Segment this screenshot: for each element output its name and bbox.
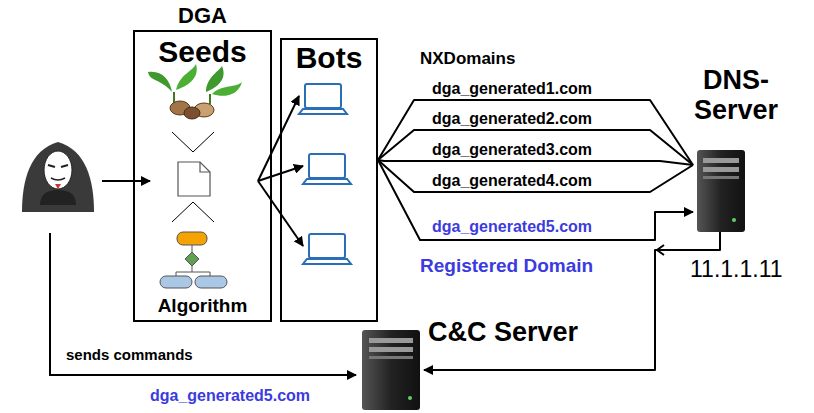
nxdomains-label: NXDomains (420, 50, 515, 69)
hacker-icon (22, 142, 94, 212)
dga-box: DGASeedsAlgorithm (133, 30, 272, 322)
flowchart-icon-part (176, 245, 210, 276)
dns-server: DNS- Server (695, 150, 747, 232)
edge-label: Registered Domain (420, 256, 593, 277)
connector (378, 160, 693, 165)
command-label: sends commands (66, 347, 193, 364)
connector-line (424, 232, 720, 370)
algorithm-title: Algorithm (135, 296, 270, 317)
hacker-icon-part (51, 178, 65, 180)
hacker-command-line-part (50, 233, 356, 375)
dns-server-icon-part (703, 176, 739, 179)
flowchart-icon-part (185, 252, 199, 266)
hacker-icon-part (55, 184, 61, 189)
connector-line (378, 160, 693, 192)
laptop-icon-part (305, 84, 341, 108)
flowchart-icon-part (160, 276, 192, 288)
connector (378, 100, 693, 165)
document-icon-part (178, 162, 210, 196)
hacker-icon-part (48, 165, 68, 167)
seeds-icon-part (206, 66, 224, 92)
laptop-icon-part (303, 259, 351, 264)
dns-label: DNS- Server (677, 66, 795, 125)
edge-label: dga_generated1.com (432, 80, 592, 98)
hacker-command-line (50, 233, 356, 375)
dns-server-icon-part (703, 167, 739, 172)
ip-address: 11.1.1.11 (690, 257, 783, 282)
cc-server-icon-part (369, 338, 413, 343)
flowchart-icon-part (177, 232, 207, 245)
bots-title: Bots (282, 41, 376, 74)
flowchart-icon (160, 232, 227, 288)
connector (378, 160, 693, 192)
hacker-icon-part (40, 190, 76, 205)
connector-line (378, 100, 693, 165)
connector-line (378, 130, 693, 165)
connector (424, 232, 720, 370)
dns-server-icon-part (697, 150, 745, 232)
laptop-icon-part (299, 109, 347, 114)
cc-server: C&C Server (360, 330, 422, 410)
edge-label: dga_generated4.com (432, 172, 592, 190)
dns-server-icon-part (732, 218, 736, 222)
seeds-icon-part (184, 107, 200, 119)
document-icon (178, 162, 210, 196)
edge-label: dga_generated3.com (432, 141, 592, 159)
connector-line (378, 160, 693, 240)
cc-server-icon (362, 330, 420, 410)
dga-heading: DGA (135, 4, 270, 28)
seeds-icon (148, 64, 242, 119)
cc-server-icon-part (369, 347, 413, 352)
dns-server-icon (697, 150, 745, 232)
domain-label: dga_generated5.com (150, 387, 310, 405)
chevron-part (172, 202, 214, 222)
bots-box: Bots (280, 38, 378, 322)
dns-server-icon-part (703, 158, 739, 163)
hacker-to-dga-arrow-part (102, 180, 150, 182)
laptop-icon-part (303, 179, 351, 184)
connector (378, 130, 693, 165)
hacker-to-dga-arrow (102, 180, 150, 182)
cc-server-icon-part (362, 330, 420, 410)
edge-label: dga_generated5.com (432, 218, 592, 236)
hacker-icon-part (44, 151, 72, 189)
edge-label: dga_generated2.com (432, 110, 592, 128)
connector-line (378, 160, 693, 165)
seeds-title: Seeds (135, 35, 270, 68)
connector (378, 160, 693, 240)
cc-server-icon-part (408, 396, 412, 400)
hacker-icon-part (22, 142, 94, 212)
chevron-part (172, 132, 214, 152)
connector-line (258, 96, 299, 181)
cc-label: C&C Server (428, 318, 578, 348)
laptop-icon (299, 84, 351, 264)
laptop-icon-part (309, 234, 345, 258)
document-icon-part (200, 162, 210, 172)
chevron (172, 132, 214, 222)
seeds-icon-part (212, 82, 242, 96)
flowchart-icon-part (195, 276, 227, 288)
laptop-icon-part (309, 154, 345, 178)
cc-server-icon-part (369, 356, 413, 359)
seeds-icon-part (148, 72, 172, 92)
